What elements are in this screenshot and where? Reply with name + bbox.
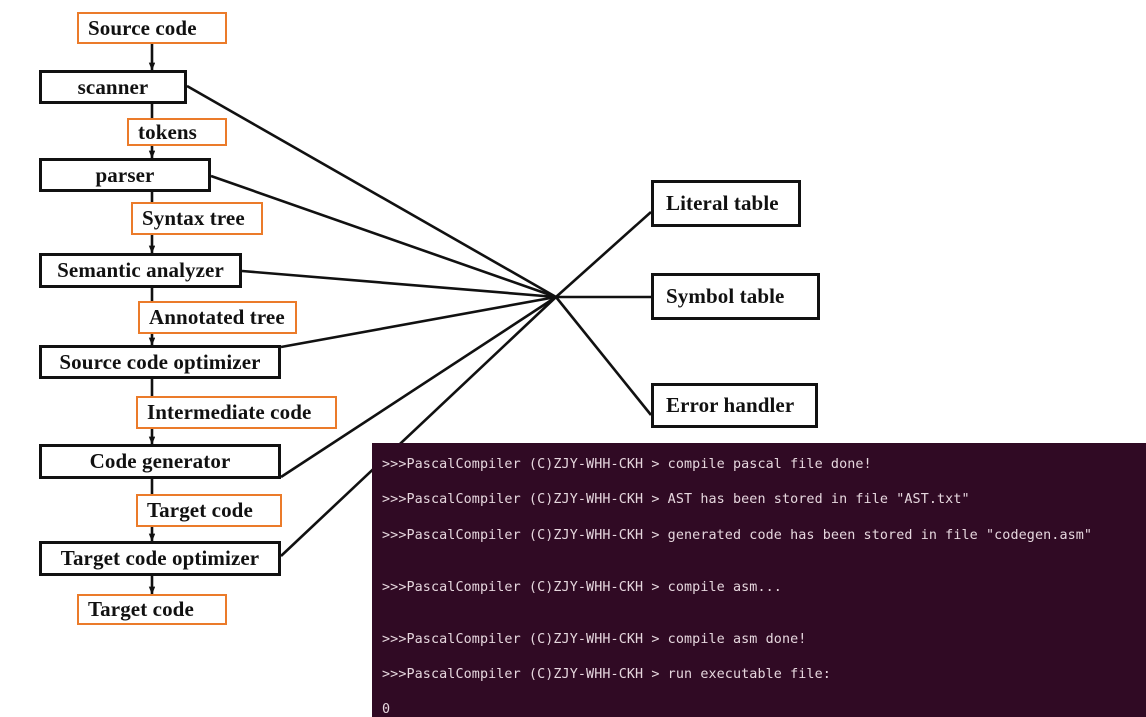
console-line: >>>PascalCompiler (C)ZJY-WHH-CKH > run e… xyxy=(382,667,831,683)
artifact-intermediate-code: Intermediate code xyxy=(136,396,337,429)
hub-edge-to-literal-table xyxy=(555,211,652,298)
console-message: compile pascal file done! xyxy=(667,457,872,472)
console-line: >>>PascalCompiler (C)ZJY-WHH-CKH > gener… xyxy=(382,528,1092,544)
stage-scanner: scanner xyxy=(39,70,187,104)
console-message: compile asm done! xyxy=(667,632,807,647)
hub-edge-to-error-handler xyxy=(554,296,653,416)
console-prompt: >>>PascalCompiler (C)ZJY-WHH-CKH > xyxy=(382,580,668,595)
console-message: 0 xyxy=(382,702,391,717)
console-prompt: >>>PascalCompiler (C)ZJY-WHH-CKH > xyxy=(382,492,668,507)
console-message: compile asm... xyxy=(667,580,782,595)
console-line: >>>PascalCompiler (C)ZJY-WHH-CKH > compi… xyxy=(382,580,782,596)
console-prompt: >>>PascalCompiler (C)ZJY-WHH-CKH > xyxy=(382,632,668,647)
stage-source-code-optimizer: Source code optimizer xyxy=(39,345,281,379)
console-message: run executable file: xyxy=(667,667,831,682)
hub-edge-scanner xyxy=(186,84,557,299)
artifact-target-code-out: Target code xyxy=(77,594,227,625)
artifact-annotated-tree: Annotated tree xyxy=(138,301,297,334)
console-prompt: >>>PascalCompiler (C)ZJY-WHH-CKH > xyxy=(382,528,668,543)
console-message: AST has been stored in file "AST.txt" xyxy=(667,492,970,507)
artifact-source-code-in: Source code xyxy=(77,12,227,44)
stage-code-generator: Code generator xyxy=(39,444,281,479)
console-line: >>>PascalCompiler (C)ZJY-WHH-CKH > compi… xyxy=(382,457,872,473)
stage-semantic-analyzer: Semantic analyzer xyxy=(39,253,242,288)
table-edge-group xyxy=(554,211,653,416)
console-message: generated code has been stored in file "… xyxy=(667,528,1093,543)
console-line: 0 xyxy=(382,702,390,717)
console-line: >>>PascalCompiler (C)ZJY-WHH-CKH > compi… xyxy=(382,632,806,648)
console-line: >>>PascalCompiler (C)ZJY-WHH-CKH > AST h… xyxy=(382,492,970,508)
hub-edge-semantic-analyzer xyxy=(241,269,557,299)
stage-parser: parser xyxy=(39,158,211,192)
pascal-compiler-console[interactable]: >>>PascalCompiler (C)ZJY-WHH-CKH > compi… xyxy=(372,443,1146,717)
console-prompt: >>>PascalCompiler (C)ZJY-WHH-CKH > xyxy=(382,457,668,472)
table-symbol-table: Symbol table xyxy=(651,273,820,320)
table-error-handler: Error handler xyxy=(651,383,818,428)
artifact-target-code-mid: Target code xyxy=(136,494,282,527)
table-literal-table: Literal table xyxy=(651,180,801,227)
artifact-tokens: tokens xyxy=(127,118,227,146)
console-prompt: >>>PascalCompiler (C)ZJY-WHH-CKH > xyxy=(382,667,668,682)
hub-edge-source-code-optimizer xyxy=(280,295,557,349)
artifact-syntax-tree: Syntax tree xyxy=(131,202,263,235)
hub-edge-parser xyxy=(210,174,557,299)
stage-target-code-optimizer: Target code optimizer xyxy=(39,541,281,576)
